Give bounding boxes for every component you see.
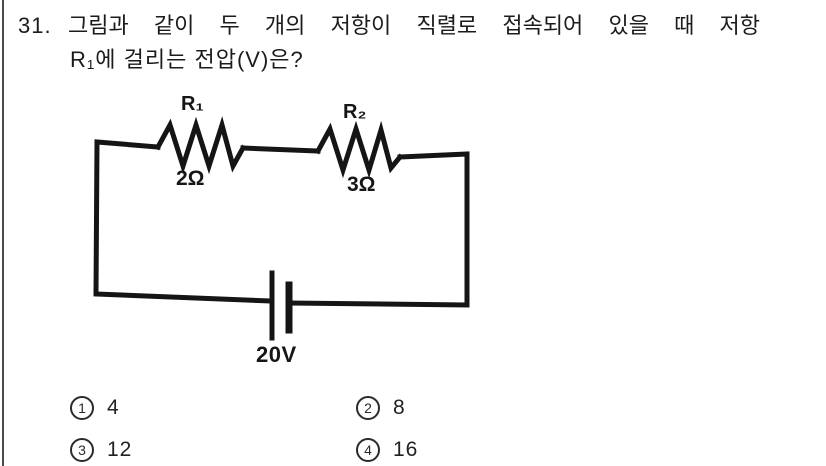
resistor-r1-label: R₁ xyxy=(181,93,204,115)
option-4-value: 16 xyxy=(393,438,419,461)
option-3-marker: 3 xyxy=(70,438,94,462)
option-2-marker: 2 xyxy=(356,396,380,420)
question-text-line2: R₁에 걸리는 전압(V)은? xyxy=(70,47,304,72)
option-4-marker: 4 xyxy=(356,438,380,462)
answer-option-2: 2 8 xyxy=(356,396,406,420)
resistor-r1-symbol xyxy=(154,116,247,175)
resistor-r2-label: R₂ xyxy=(343,101,367,123)
battery-voltage-label: 20V xyxy=(256,342,297,367)
question-text-line1: 그림과 같이 두 개의 저항이 직렬로 접속되어 있을 때 저항 xyxy=(68,13,760,38)
resistor-r1-value: 2Ω xyxy=(176,167,205,190)
circuit-wire-left xyxy=(93,139,274,304)
page-left-border xyxy=(2,0,4,466)
circuit-wire-middle xyxy=(240,145,321,154)
resistor-r2-symbol xyxy=(314,120,404,179)
option-3-value: 12 xyxy=(107,438,133,461)
question-number: 31. xyxy=(18,13,52,38)
answer-option-3: 3 12 xyxy=(70,438,132,462)
resistor-r2-value: 3Ω xyxy=(347,173,376,196)
circuit-wire-right xyxy=(288,151,470,308)
option-2-value: 8 xyxy=(393,396,406,419)
option-1-marker: 1 xyxy=(70,396,94,420)
answer-option-1: 1 4 xyxy=(70,396,120,420)
answer-option-4: 4 16 xyxy=(356,438,418,462)
option-1-value: 4 xyxy=(107,396,120,419)
